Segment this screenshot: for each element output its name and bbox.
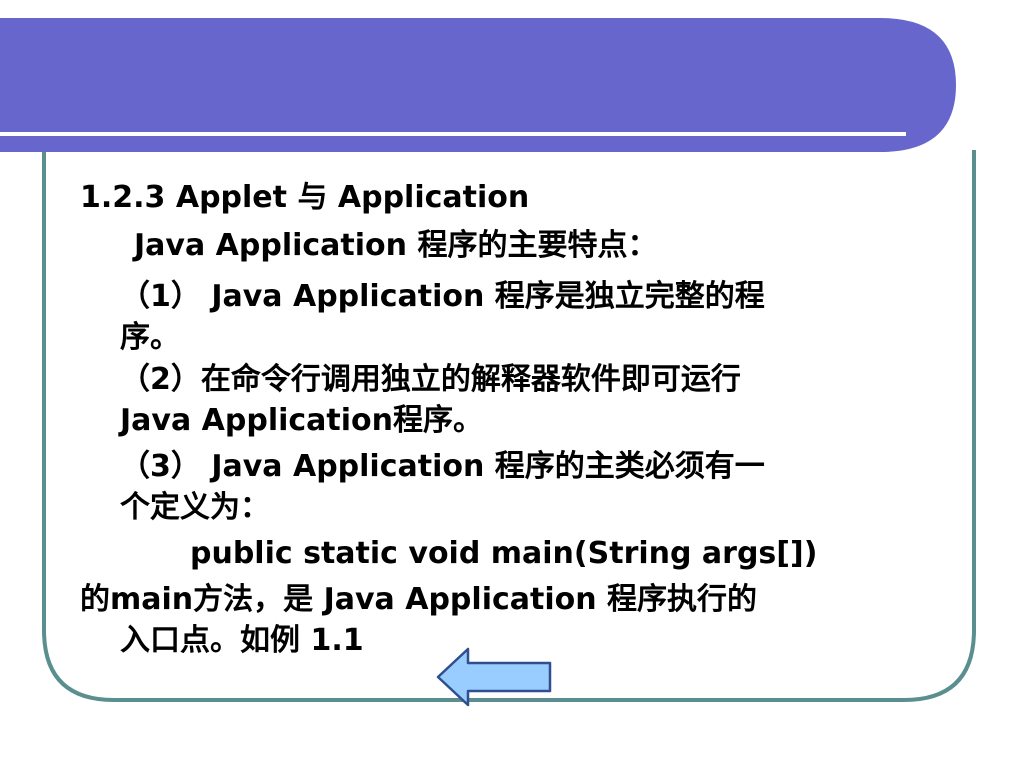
closing-line-2: 入口点。如例 1.1 [120, 623, 364, 658]
item-1-line-1: （1） Java Application 程序是独立完整的程 [120, 279, 765, 315]
item-2-line-2: Java Application程序。 [120, 403, 484, 438]
item-1-text: Java Application 程序是独立完整的程 [200, 279, 765, 314]
slide-subheading: Java Application 程序的主要特点： [134, 228, 658, 263]
left-arrow-icon[interactable] [436, 647, 554, 707]
item-3-text: Java Application 程序的主类必须有一 [200, 449, 765, 484]
header-rule [0, 132, 906, 136]
item-3-line-2: 个定义为： [120, 490, 270, 525]
closing-line-1: 的main方法，是 Java Application 程序执行的 [80, 582, 758, 617]
item-3-line-1: （3） Java Application 程序的主类必须有一 [120, 449, 765, 485]
code-signature: public static void main(String args[]) [190, 536, 818, 571]
slide-heading: 1.2.3 Applet 与 Application [80, 180, 530, 215]
item-2-marker: （2） [120, 362, 201, 397]
item-1-line-2: 序。 [120, 320, 180, 355]
item-2-line-1: （2）在命令行调用独立的解释器软件即可运行 [120, 362, 741, 398]
item-1-marker: （1） [120, 279, 201, 314]
header-band [0, 18, 956, 152]
item-2-text: 在命令行调用独立的解释器软件即可运行 [200, 362, 741, 397]
item-3-marker: （3） [120, 449, 201, 484]
content-frame-border [42, 150, 976, 702]
